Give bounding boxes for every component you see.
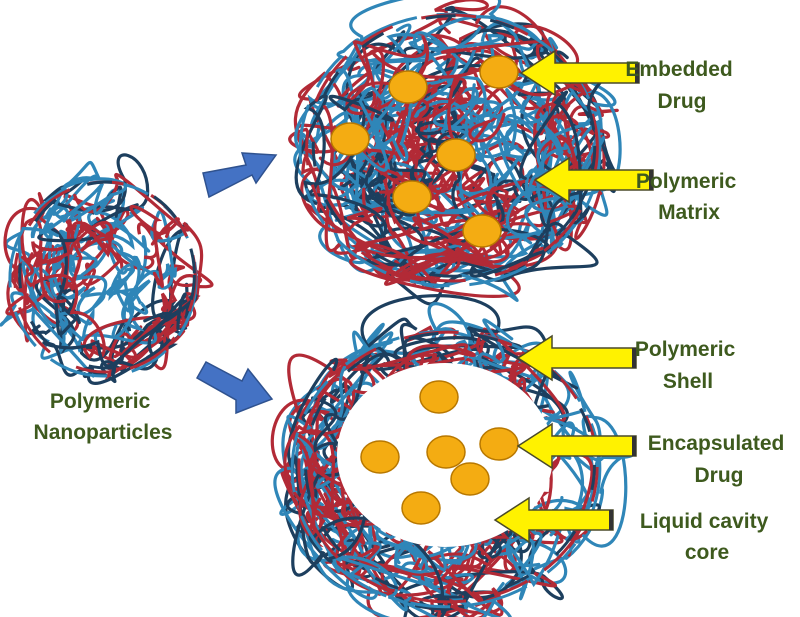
- pointer-tail: [632, 436, 636, 456]
- polymer-chain: [106, 263, 135, 339]
- label-encapsulated-drug: Encapsulated Drug: [648, 432, 790, 487]
- polymer-chain: [353, 62, 423, 172]
- polymer-chain: [18, 180, 196, 370]
- polymer-chain: [425, 118, 603, 302]
- polymer-chain: [49, 194, 114, 301]
- polymeric-nanoparticle: [0, 153, 214, 385]
- polymer-chain: [294, 0, 534, 202]
- polymer-chain: [283, 343, 476, 518]
- polymer-chain: [311, 14, 597, 278]
- polymer-chain: [32, 220, 114, 304]
- polymer-chain: [304, 331, 596, 599]
- label-embedded-drug: Embedded Drug: [625, 58, 738, 113]
- drug-particles: [330, 55, 519, 525]
- label-liquid-cavity-core: Liquid cavity core: [640, 510, 774, 564]
- polymer-chain: [29, 267, 108, 378]
- polymer-chain: [80, 307, 189, 362]
- drug-molecule: [426, 435, 466, 469]
- polymer-chain: [297, 330, 599, 604]
- drug-molecule: [419, 380, 459, 414]
- polymer-chain: [100, 292, 198, 377]
- drug-molecule: [479, 55, 519, 89]
- label-polymeric-nanoparticles: Polymeric Nanoparticles: [34, 390, 173, 444]
- pointer-tail: [632, 348, 636, 368]
- polymer-chain: [21, 255, 162, 360]
- polymer-chain: [129, 204, 180, 288]
- label-polymeric-matrix: Polymeric Matrix: [636, 170, 742, 224]
- polymer-chain: [151, 263, 203, 371]
- pointer-tail: [649, 170, 653, 190]
- process-arrow-to-matrix: [202, 152, 278, 199]
- pointer-tail: [609, 510, 613, 530]
- polymer-chain: [295, 442, 413, 612]
- polymer-chain: [300, 466, 512, 617]
- polymer-chain: [380, 15, 541, 112]
- polymer-chain: [318, 39, 585, 167]
- pointer-tail: [635, 63, 639, 83]
- drug-molecule: [388, 70, 428, 104]
- drug-molecule: [401, 491, 441, 525]
- polymer-chain: [95, 210, 186, 290]
- drug-molecule: [479, 427, 519, 461]
- process-arrow-to-capsule: [195, 360, 274, 415]
- drug-molecule: [436, 138, 476, 172]
- polymer-chain: [374, 77, 506, 213]
- drug-molecule: [392, 180, 432, 214]
- polymer-chain: [42, 153, 150, 218]
- drug-molecule: [330, 122, 370, 156]
- label-polymeric-shell: Polymeric Shell: [635, 338, 741, 393]
- drug-molecule: [360, 440, 400, 474]
- drug-molecule: [450, 462, 490, 496]
- pointer-arrows: [493, 49, 654, 544]
- polymer-chain: [323, 105, 495, 270]
- drug-molecule: [462, 214, 502, 248]
